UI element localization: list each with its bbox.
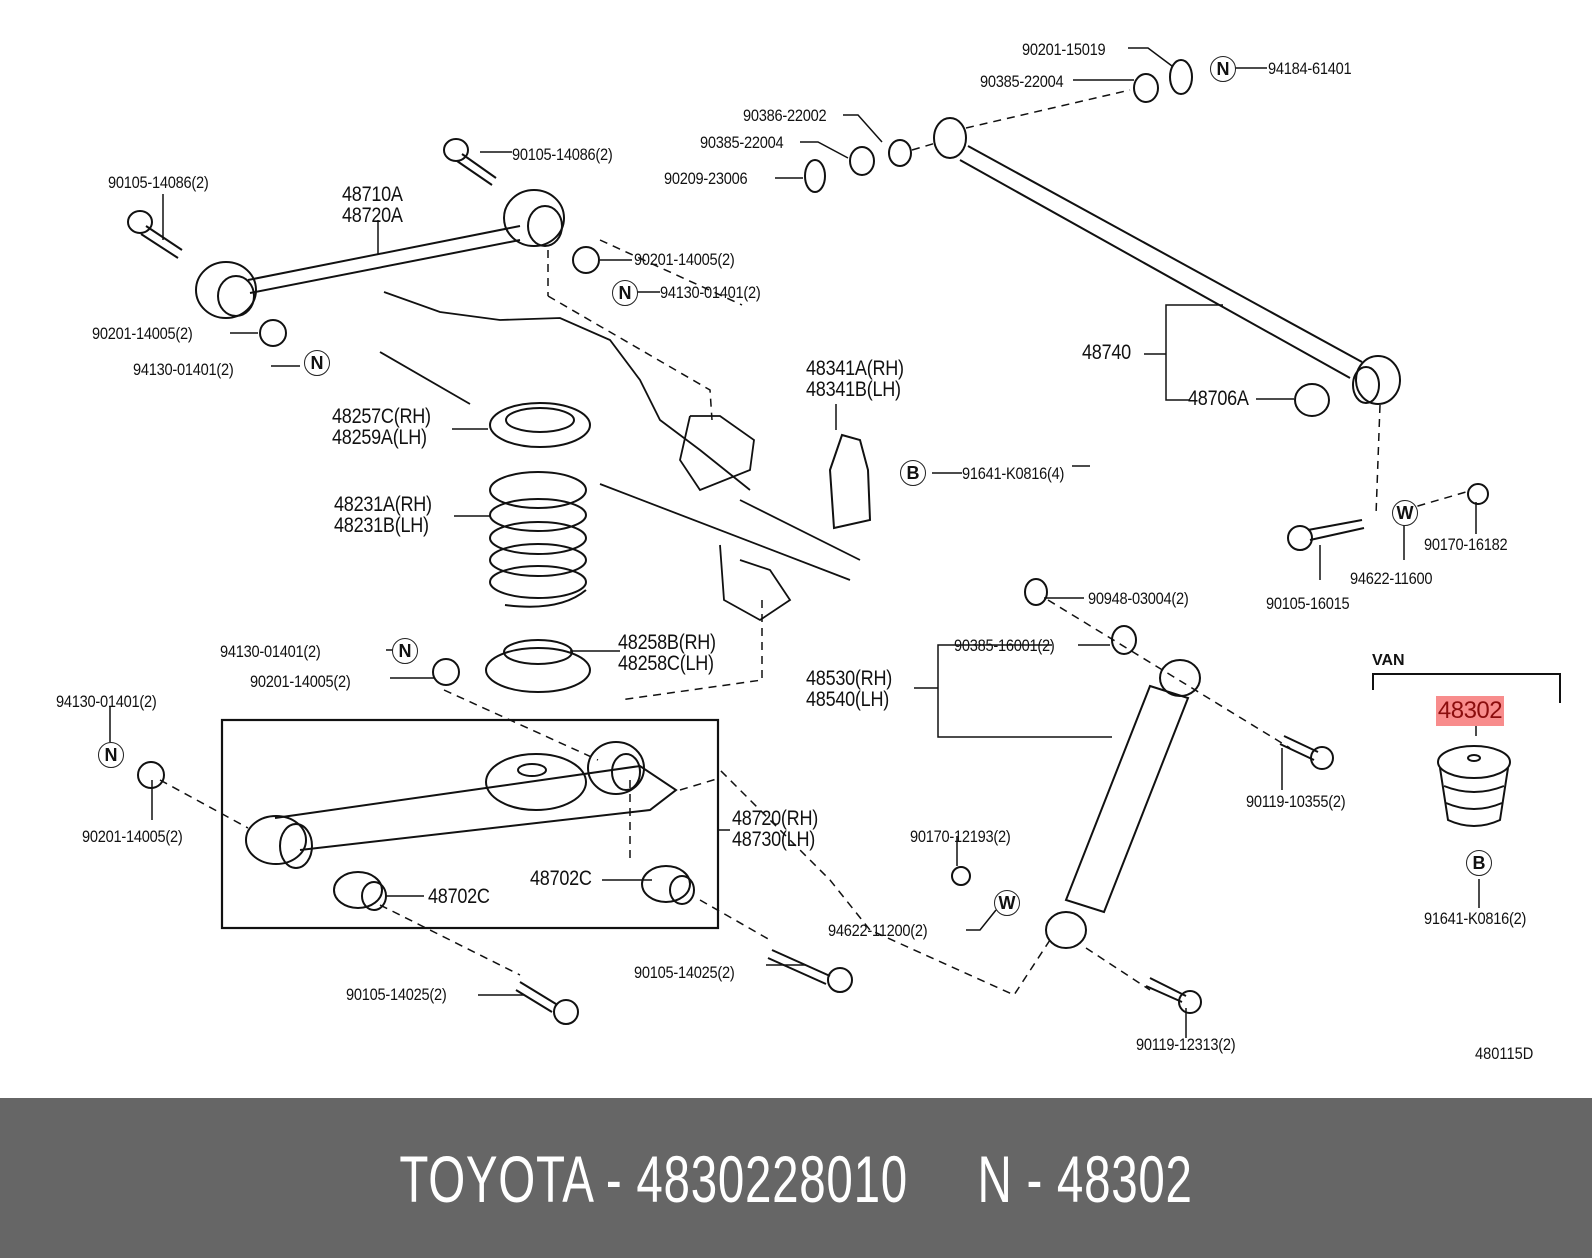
lower-control-arm <box>245 741 695 911</box>
bolt-upper-left <box>127 210 183 259</box>
part-number: 48710A <box>342 183 403 206</box>
nut-symbol-icon: N <box>392 638 418 664</box>
label-control-arm: 48720(RH) 48730(LH) <box>732 808 818 850</box>
part-number: 48341B(LH) <box>806 378 901 401</box>
washer-symbol-icon: W <box>1392 500 1418 526</box>
diagram-code: 480115D <box>1475 1044 1534 1063</box>
diagram-drawing <box>109 47 1561 1038</box>
footer-banner: TOYOTA - 4830228010 N - 48302 <box>0 1098 1592 1258</box>
nut-symbol-icon: N <box>612 280 638 306</box>
label-bolt-lower-mid: 90105-14025(2) <box>634 963 735 982</box>
footer-caption: TOYOTA - 4830228010 N - 48302 <box>399 1142 1193 1216</box>
bolt-symbol-icon: B <box>1466 850 1492 876</box>
label-nut-top-right: 94184-61401 <box>1268 59 1352 78</box>
label-spring-insulator-upper: 48257C(RH) 48259A(LH) <box>332 406 431 448</box>
part-number: 48530(RH) <box>806 667 893 690</box>
label-washer-94622-11600: 94622-11600 <box>1350 569 1433 588</box>
label-washer-far-left: 90201-14005(2) <box>82 827 183 846</box>
part-number: 48231B(LH) <box>334 514 429 537</box>
nut-symbol-icon: N <box>1210 56 1236 82</box>
part-number: 48720(RH) <box>732 807 819 830</box>
label-spring-insulator-lower: 48258B(RH) 48258C(LH) <box>618 632 716 674</box>
bolt-lower-left <box>515 981 579 1025</box>
variant-label: VAN <box>1372 652 1405 669</box>
bolt-upper-mid <box>443 138 497 186</box>
spring-insulator-upper <box>489 402 591 448</box>
shock-absorber <box>1024 578 1201 949</box>
label-washer-left-lower: 90201-14005(2) <box>250 672 351 691</box>
label-lateral-rod-assy: 48740 <box>1082 341 1131 364</box>
part-number: 48259A(LH) <box>332 426 427 449</box>
parts-diagram: N N N B W N N W B 90105-14086(2) 90105-1… <box>56 40 1561 1063</box>
nut-90170-16182 <box>1467 483 1489 505</box>
washer-symbol-icon: W <box>994 890 1020 916</box>
label-washer-90209: 90209-23006 <box>664 169 748 188</box>
label-shock-absorber: 48530(RH) 48540(LH) <box>806 668 892 710</box>
label-bushing-90385-mid: 90385-22004 <box>700 133 784 152</box>
bump-stopper-48302 <box>1437 745 1511 827</box>
nut-symbol-icon: N <box>304 350 330 376</box>
part-number: 48540(LH) <box>806 688 890 711</box>
label-bolt-90105-16015: 90105-16015 <box>1266 594 1350 613</box>
label-nut-90170-12193: 90170-12193(2) <box>910 827 1011 846</box>
part-number: 48258C(LH) <box>618 652 714 675</box>
label-nut-90170-16182: 90170-16182 <box>1424 535 1508 554</box>
label-bolt-bracket: 91641-K0816(4) <box>962 464 1065 483</box>
washer-left-upper <box>259 319 287 347</box>
label-lateral-rod: 48710A 48720A <box>342 184 403 226</box>
part-number: 48257C(RH) <box>332 405 431 428</box>
part-number: 48231A(RH) <box>334 493 432 516</box>
part-number: 48720A <box>342 204 403 227</box>
label-lateral-rod-bushing: 48706A <box>1188 387 1249 410</box>
lateral-rod-48740 <box>933 117 1401 417</box>
lateral-rod-upper <box>195 189 565 319</box>
label-bolt-90119-12313: 90119-12313(2) <box>1136 1035 1236 1054</box>
bolt-lower-mid <box>767 949 853 993</box>
label-washer-90948: 90948-03004(2) <box>1088 589 1189 608</box>
nut-symbol-icon: N <box>98 742 124 768</box>
part-number: 48730(LH) <box>732 828 816 851</box>
bracket-48341 <box>828 433 872 530</box>
label-washer-mid-upper: 90201-14005(2) <box>634 250 735 269</box>
bolt-90119-10355 <box>1279 735 1334 770</box>
label-bushing-90385-16001: 90385-16001(2) <box>954 636 1055 655</box>
label-washer-left-upper: 90201-14005(2) <box>92 324 193 343</box>
label-nut-left-upper: 94130-01401(2) <box>133 360 234 379</box>
part-number: 48258B(RH) <box>618 631 716 654</box>
bolt-90119-12313 <box>1145 977 1202 1014</box>
washer-mid-upper <box>572 246 600 274</box>
label-bushing-90385-top: 90385-22004 <box>980 72 1064 91</box>
label-coil-spring: 48231A(RH) 48231B(LH) <box>334 494 432 536</box>
label-bracket: 48341A(RH) 48341B(LH) <box>806 358 904 400</box>
highlighted-part-label[interactable]: 48302 <box>1436 696 1504 726</box>
label-bolt-upper-left: 90105-14086(2) <box>108 173 209 192</box>
label-arm-bushing-right: 48702C <box>530 867 592 890</box>
control-arm-box <box>220 718 720 930</box>
bolt-90105-16015 <box>1287 519 1365 551</box>
part-number: 48341A(RH) <box>806 357 904 380</box>
label-bolt-upper-mid: 90105-14086(2) <box>512 145 613 164</box>
label-nut-mid-upper: 94130-01401(2) <box>660 283 761 302</box>
nut-90170-12193 <box>951 866 971 886</box>
label-washer-90201-top: 90201-15019 <box>1022 40 1106 59</box>
coil-spring <box>489 471 587 608</box>
label-arm-bushing-left: 48702C <box>428 885 490 908</box>
label-nut-left-lower: 94130-01401(2) <box>220 642 321 661</box>
label-washer-94622-11200: 94622-11200(2) <box>828 921 928 940</box>
label-bolt-90119-10355: 90119-10355(2) <box>1246 792 1346 811</box>
bolt-symbol-icon: B <box>900 460 926 486</box>
label-nut-far-left: 94130-01401(2) <box>56 692 157 711</box>
label-bumper-bolt: 91641-K0816(2) <box>1424 909 1527 928</box>
label-washer-90386: 90386-22002 <box>743 106 827 125</box>
spring-insulator-lower <box>485 647 591 693</box>
label-bolt-lower-left: 90105-14025(2) <box>346 985 447 1004</box>
